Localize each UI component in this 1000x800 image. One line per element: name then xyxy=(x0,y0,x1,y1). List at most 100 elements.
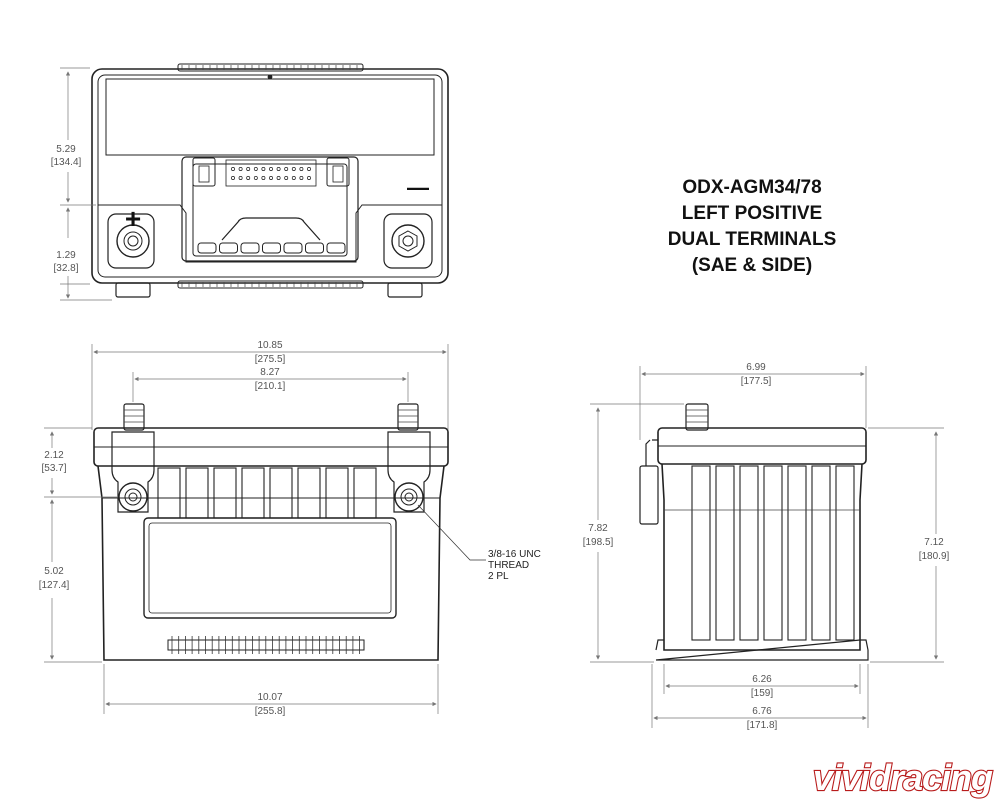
title-line-4: (SAE & SIDE) xyxy=(692,255,812,276)
dim-front-terminal-spacing-in: 8.27 xyxy=(260,367,280,378)
vent-hole xyxy=(276,176,281,180)
cell-rib xyxy=(185,467,209,519)
front-view-post-right xyxy=(397,403,419,431)
dim-front-overall-width-mm: [275.5] xyxy=(255,354,286,365)
negative-symbol: — xyxy=(407,175,429,200)
cell-rib xyxy=(353,467,377,519)
top-view-handle-well xyxy=(181,156,359,262)
top-view-terminal-left xyxy=(116,224,150,258)
top-view-ribs xyxy=(181,65,358,287)
vent-hole xyxy=(284,176,289,180)
side-view-dimension-lines xyxy=(590,366,944,728)
dim-side-case-height-in: 7.12 xyxy=(924,537,944,548)
cell-rib xyxy=(763,465,783,641)
dim-top-height-main-mm: [134.4] xyxy=(51,157,82,168)
dim-side-base-width-in: 6.26 xyxy=(752,674,772,685)
cell-rib xyxy=(269,467,293,519)
dim-front-base-width-mm: [255.8] xyxy=(255,706,286,717)
vent-hole xyxy=(246,176,251,180)
top-view-vent-strip xyxy=(225,159,317,187)
top-view-handle-clip-right xyxy=(326,157,350,187)
dim-side-overall-height-in: 7.82 xyxy=(588,523,608,534)
top-view-terminal-left-core xyxy=(127,235,139,247)
vent-hole xyxy=(299,176,304,180)
vent-hole xyxy=(269,176,273,180)
top-view-outline xyxy=(91,68,449,284)
watermark-logo: vividracing xyxy=(813,757,993,798)
side-view-bracket xyxy=(639,465,659,525)
vent-hole xyxy=(261,167,266,171)
vent-hole xyxy=(246,167,251,171)
title-line-1: ODX-AGM34/78 xyxy=(682,177,821,198)
vent-hole xyxy=(238,167,243,171)
front-view-case-outline xyxy=(97,465,445,661)
front-view-cell-ribs xyxy=(157,467,377,519)
well-cell xyxy=(305,242,324,254)
dim-side-top-width-mm: [177.5] xyxy=(741,376,772,387)
dim-front-lower-height-in: 5.02 xyxy=(44,566,64,577)
top-view-handle-clip-left xyxy=(192,157,216,187)
dim-side-case-height-mm: [180.9] xyxy=(919,551,950,562)
dim-side-overall-height-mm: [198.5] xyxy=(583,537,614,548)
well-cell xyxy=(326,242,346,254)
top-view-dimension-lines xyxy=(60,67,112,301)
vent-hole xyxy=(307,176,311,180)
well-cell xyxy=(240,242,260,254)
front-view xyxy=(93,403,449,661)
front-view-post-rings xyxy=(124,409,418,423)
cell-rib xyxy=(787,465,807,641)
dim-front-lower-height-mm: [127.4] xyxy=(39,580,70,591)
side-view-cell-ribs xyxy=(664,465,860,641)
vent-hole xyxy=(238,176,243,180)
side-view-post xyxy=(685,403,709,431)
dim-top-height-terminal-mm: [32.8] xyxy=(53,263,78,274)
cell-rib xyxy=(213,467,237,519)
top-view-terminal-right-nut xyxy=(398,230,418,252)
side-view xyxy=(639,403,869,661)
top-view-cover-contour xyxy=(98,204,442,263)
front-view-side-terminal-housing-right xyxy=(387,431,431,513)
dim-side-base-width-mm: [159] xyxy=(751,688,773,699)
thread-note-line-3: 2 PL xyxy=(488,571,509,582)
dim-front-overall-width-in: 10.85 xyxy=(257,340,282,351)
cell-rib xyxy=(739,465,759,641)
front-view-rail-ticks xyxy=(171,636,361,654)
top-view-terminal-right xyxy=(391,224,425,258)
top-view-rim-top xyxy=(177,63,364,72)
dim-top-height-main-in: 5.29 xyxy=(56,144,76,155)
dim-front-terminal-spacing-mm: [210.1] xyxy=(255,381,286,392)
top-view xyxy=(91,63,449,298)
vent-hole xyxy=(307,167,311,171)
dim-side-top-width-in: 6.99 xyxy=(746,362,766,373)
front-view-dimension-lines xyxy=(44,344,486,714)
cell-rib xyxy=(835,465,855,641)
cell-rib xyxy=(811,465,831,641)
vent-hole xyxy=(253,167,258,171)
vent-hole xyxy=(253,176,258,180)
top-view-handle-well-inner xyxy=(192,163,348,257)
top-view-vent-holes xyxy=(231,167,311,180)
top-view-terminal-right-core xyxy=(402,235,414,247)
top-view-foot-right xyxy=(387,282,423,298)
front-view-side-terminal-left xyxy=(118,482,148,512)
top-view-terminal-left-inner xyxy=(123,231,143,251)
vent-hole xyxy=(291,167,296,171)
top-view-vent-dot xyxy=(267,74,273,80)
well-cell xyxy=(197,242,217,254)
cell-rib xyxy=(691,465,711,641)
cell-rib xyxy=(715,465,735,641)
dim-side-overall-depth-in: 6.76 xyxy=(752,706,772,717)
top-view-handle-clip-left-inner xyxy=(198,165,210,183)
cell-rib xyxy=(297,467,321,519)
drawing-title: ODX-AGM34/78 LEFT POSITIVE DUAL TERMINAL… xyxy=(668,177,837,276)
top-view-handle-clip-right-inner xyxy=(332,165,344,183)
vent-hole xyxy=(291,176,296,180)
dim-front-upper-height-mm: [53.7] xyxy=(41,463,66,474)
cell-rib xyxy=(325,467,349,519)
top-view-label-area xyxy=(105,78,435,156)
vent-hole xyxy=(231,176,235,180)
vent-hole xyxy=(231,167,235,171)
well-cell xyxy=(219,242,238,254)
title-line-3: DUAL TERMINALS xyxy=(668,229,837,250)
